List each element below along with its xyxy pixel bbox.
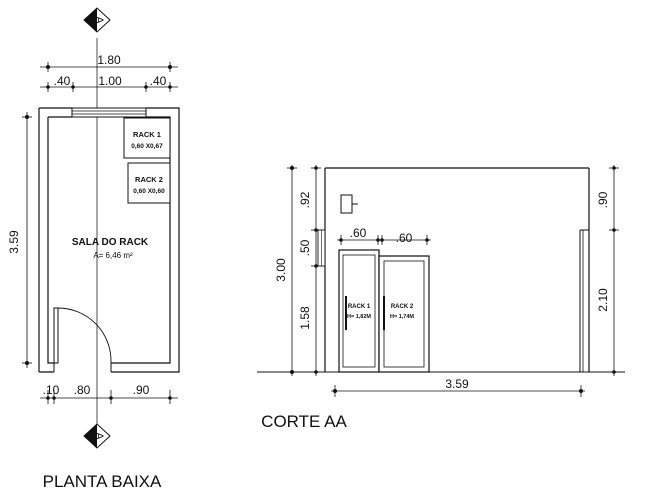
dim-left-wall-segment: .40 (54, 74, 71, 88)
section-view: 3.00 .92 .50 1.58 .90 2.10 (257, 165, 625, 431)
dim-window: 1.00 (98, 74, 122, 88)
dim-height-label: 3.59 (7, 230, 21, 254)
dim-total-height-label: 3.00 (274, 258, 288, 282)
dim-mid-left: .50 (298, 239, 312, 256)
dim-top-right: .90 (596, 191, 610, 208)
section-title: CORTE AA (261, 412, 347, 431)
dim-right-chain: .90 2.10 (596, 165, 619, 376)
rack-2-plan: RACK 2 0,60 X0,60 (127, 162, 171, 204)
dim-total-height: 3.00 (274, 165, 297, 376)
dim-bottom-right: .90 (133, 383, 150, 397)
room-name: SALA DO RACK (72, 237, 149, 248)
dim-left-chain: .92 .50 1.58 (298, 165, 321, 376)
rack-2-elev-height: H= 1,74M (390, 314, 414, 320)
wall-device (340, 194, 358, 214)
section-marker-bottom-letter: A (93, 432, 105, 440)
section-marker-top-ref: A-01 (88, 14, 94, 27)
dim-section-width: 3.59 (331, 377, 585, 397)
section-marker-top: A A-01 (83, 7, 111, 33)
dim-top-left: .92 (298, 191, 312, 208)
dim-wall-segments: .40 1.00 .40 (40, 74, 178, 92)
window (71, 107, 147, 118)
dim-right-wall-segment: .40 (150, 74, 167, 88)
dim-bottom-left: .10 (43, 383, 60, 397)
section-marker-bottom: A A-01 (83, 423, 111, 449)
dim-rack2-width: .60 (396, 231, 413, 245)
rack-2-size: 0,60 X0,60 (133, 188, 165, 195)
dim-section-width-label: 3.59 (445, 377, 469, 391)
rack-1-elev-height: H= 1,82M (347, 314, 371, 320)
dim-total-width: 1.80 (40, 53, 178, 72)
floor-plan: A A-01 A A-01 1.80 (7, 7, 180, 491)
rack-2-elevation: RACK 2 H= 1,74M (378, 255, 430, 373)
dim-rack-widths: .60 .60 (337, 226, 431, 245)
rack-1-plan: RACK 1 0,60 X0,67 (123, 117, 171, 159)
section-marker-bottom-ref: A-01 (88, 430, 94, 443)
section-marker-top-letter: A (93, 16, 105, 24)
rack-1-elevation: RACK 1 H= 1,82M (338, 249, 380, 373)
dim-bottom-segments: .10 .80 .90 (40, 383, 178, 404)
door-swing (53, 307, 112, 364)
dim-bottom-right-section: 2.10 (596, 288, 610, 312)
room-walls (38, 107, 180, 373)
dim-height: 3.59 (7, 112, 32, 368)
dim-total-width-label: 1.80 (97, 53, 121, 67)
rack-2-name: RACK 2 (135, 175, 163, 184)
section-walls (317, 167, 590, 372)
dim-bottom-left-section: 1.58 (298, 306, 312, 330)
dim-door: .80 (74, 383, 91, 397)
rack-1-size: 0,60 X0,67 (131, 143, 163, 150)
dim-rack1-width: .60 (350, 226, 367, 240)
rack-1-name: RACK 1 (133, 130, 161, 139)
room-area: A= 6,46 m² (93, 251, 133, 260)
rack-1-elev-name: RACK 1 (348, 304, 371, 310)
plan-title: PLANTA BAIXA (43, 472, 162, 491)
rack-2-elev-name: RACK 2 (391, 304, 414, 310)
